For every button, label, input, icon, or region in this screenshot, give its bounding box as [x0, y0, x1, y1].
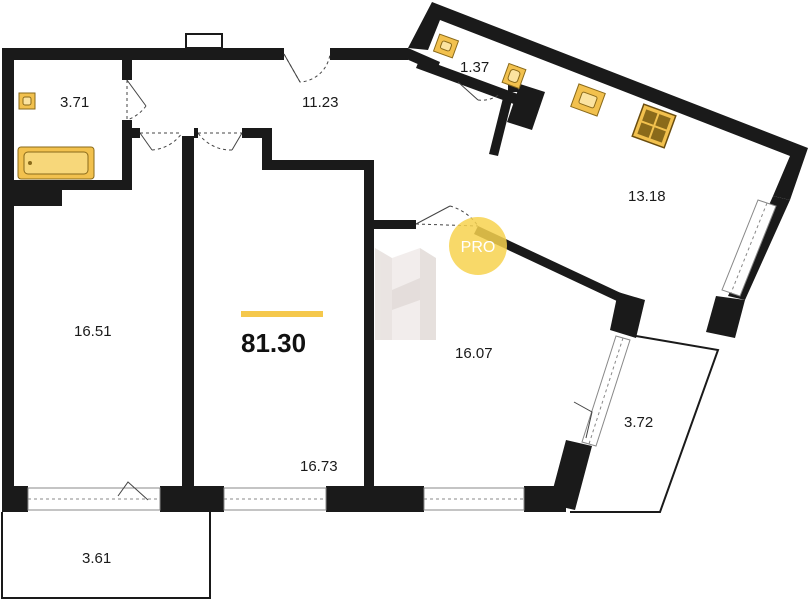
sink-icon: [18, 92, 36, 110]
room-area-loggia-right: 3.72: [624, 414, 653, 431]
total-area-accent-bar: [241, 311, 323, 317]
sink-icon: [432, 33, 460, 59]
room-area-kitchen: 13.18: [628, 188, 666, 205]
room-area-living-room: 16.07: [455, 345, 493, 362]
total-area: 81.30: [241, 328, 306, 358]
watermark-logo: [375, 248, 436, 340]
thin-outlines: [1, 335, 720, 599]
toilet-icon: [501, 62, 527, 90]
pro-badge-text: PRO: [461, 239, 496, 256]
fixtures: [17, 33, 677, 180]
room-area-wc: 1.37: [460, 59, 489, 76]
room-area-bedroom-left: 16.51: [74, 323, 112, 340]
pro-badge: PRO: [449, 217, 507, 275]
sink-icon: [570, 83, 606, 117]
room-area-bedroom-middle: 16.73: [300, 458, 338, 475]
room-area-bathroom: 3.71: [60, 94, 89, 111]
room-area-hallway: 11.23: [302, 94, 338, 111]
walls: [2, 2, 808, 512]
bathtub-icon: [17, 146, 95, 180]
stove-icon: [631, 103, 677, 149]
room-area-balcony-bottom: 3.61: [82, 550, 111, 567]
door-swing-icon: [117, 53, 593, 501]
area-labels: 3.71 11.23 1.37 13.18 16.51 16.73 16.07 …: [60, 59, 666, 567]
window-icon: [27, 199, 777, 511]
